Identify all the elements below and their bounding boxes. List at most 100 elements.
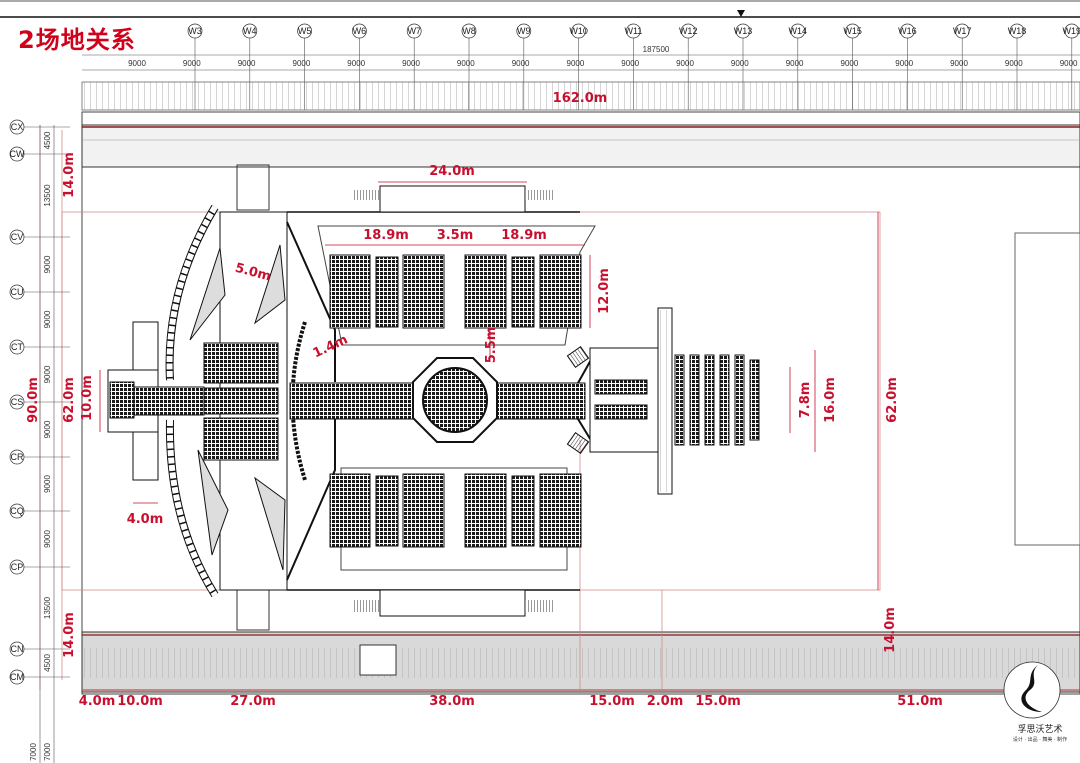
axis-bubble xyxy=(516,23,532,39)
bottom-dimension-label: 15.0m xyxy=(695,694,741,709)
logo-tagline: 设计 · 出品 · 舞美 · 制作 xyxy=(1012,737,1068,743)
axis-bubble xyxy=(735,23,751,39)
block-right-label: 18.9m xyxy=(501,228,547,243)
seating-blocks xyxy=(329,254,582,548)
row-axis-label: CQ xyxy=(10,506,24,516)
axis-bubble xyxy=(9,119,25,135)
bay-dimension: 9000 xyxy=(1060,59,1078,68)
bay-dimension: 9000 xyxy=(293,59,311,68)
bay-dimension: 9000 xyxy=(402,59,420,68)
axis-bubble xyxy=(845,23,860,39)
top-corridor xyxy=(81,124,1080,168)
bay-dimension: 9000 xyxy=(841,59,859,68)
axis-bubble xyxy=(9,146,25,162)
axis-bubble xyxy=(9,394,25,410)
block-depth-label: 12.0m xyxy=(597,268,612,314)
north-arrow-icon xyxy=(737,10,745,17)
inner-width-label: 62.0m xyxy=(62,377,77,423)
axis-bubble xyxy=(9,559,25,575)
bay-dimension: 9000 xyxy=(128,59,146,68)
bay-dimension: 9000 xyxy=(567,59,585,68)
axis-bubble xyxy=(626,23,641,39)
column-axis-label: W5 xyxy=(298,26,312,36)
row-axis-label: CR xyxy=(11,452,24,462)
row-dimension: 9000 xyxy=(43,310,52,328)
wing-width-label: 4.0m xyxy=(127,512,164,527)
axis-bubble xyxy=(954,23,970,39)
axis-bubble xyxy=(461,23,477,39)
logo xyxy=(1003,661,1061,719)
column-axis-label: W3 xyxy=(188,26,202,36)
column-axis-label: W18 xyxy=(1008,26,1027,36)
bay-dimension: 9000 xyxy=(512,59,530,68)
bottom-dimension-label: 2.0m xyxy=(647,694,684,709)
axis-bubble xyxy=(1064,23,1080,39)
row-axis-label: CM xyxy=(10,672,24,682)
column-axis-label: W13 xyxy=(734,26,753,36)
column-axis-label: W19 xyxy=(1063,26,1080,36)
column-axis-label: W12 xyxy=(679,26,698,36)
booth xyxy=(359,644,397,676)
overall-dimension: 187500 xyxy=(643,45,670,54)
axis-bubble xyxy=(9,503,25,519)
field-width-label: 62.0m xyxy=(885,377,900,423)
column-axis-label: W15 xyxy=(843,26,862,36)
row-axis-label: CN xyxy=(11,644,24,654)
column-axis-label: W14 xyxy=(789,26,808,36)
bay-dimensions: 9000 9000 9000 9000 9000 9000 9000 9000 9000 9000… xyxy=(128,59,1078,68)
axis-bubble xyxy=(1009,23,1025,39)
row-axis-label: CW xyxy=(10,149,25,159)
entry-width-label: 10.0m xyxy=(80,375,95,421)
row-dimension: 9000 xyxy=(43,420,52,438)
logo-name: 孚思沃艺术 xyxy=(1017,725,1063,735)
bottom-dimension-label: 27.0m xyxy=(230,694,276,709)
hall-outline xyxy=(81,111,1080,695)
top-zone-label: 14.0m xyxy=(62,152,77,198)
page-title: 2场地关系 xyxy=(18,26,136,54)
row-dimension: 4500 xyxy=(43,654,52,672)
row-dimension: 4500 xyxy=(43,131,52,149)
right-end-screen xyxy=(1014,232,1080,546)
row-dimension: 9000 xyxy=(43,255,52,273)
bay-dimension: 9000 xyxy=(1005,59,1023,68)
left-dimensions: 4500 13500 9000 9000 9000 9000 9000 9000 13500 45… xyxy=(43,131,52,672)
row-dimension: 13500 xyxy=(43,596,52,619)
bay-dimension: 9000 xyxy=(183,59,201,68)
bay-dimension: 9000 xyxy=(676,59,694,68)
axis-bubble xyxy=(9,669,25,685)
right-seating xyxy=(674,354,760,446)
row-axis-label: CS xyxy=(11,397,24,407)
bottom-dimension-label: 10.0m xyxy=(117,694,163,709)
row-axis-label: CV xyxy=(11,232,24,242)
column-axis-label: W16 xyxy=(898,26,917,36)
axis-bubble xyxy=(9,339,25,355)
bay-dimension: 9000 xyxy=(621,59,639,68)
row-dimension: 9000 xyxy=(43,530,52,548)
right-zone-label: 14.0m xyxy=(883,607,898,653)
axis-bubble xyxy=(9,449,25,465)
bottom-dimension-label: 4.0m xyxy=(79,694,116,709)
axis-bubble xyxy=(9,229,25,245)
column-axis-label: W17 xyxy=(953,26,972,36)
row-dimension: 9000 xyxy=(43,475,52,493)
bottom-dimension-label: 38.0m xyxy=(429,694,475,709)
runway-gap-label: 5.5m xyxy=(484,327,499,364)
bottom-zone-label: 14.0m xyxy=(62,612,77,658)
axis-bubble xyxy=(406,23,422,39)
small-dim: 7000 xyxy=(29,743,38,761)
axis-bubble xyxy=(9,284,25,300)
small-dim: 7000 xyxy=(43,743,52,761)
axis-bubble xyxy=(187,23,203,39)
axis-bubble xyxy=(297,23,312,39)
row-axis-label: CX xyxy=(11,122,24,132)
row-axis-label: CT xyxy=(11,342,23,352)
row-dimension: 13500 xyxy=(43,184,52,207)
row-dimension: 9000 xyxy=(43,365,52,383)
ramp-gap-label: 1.4m xyxy=(311,332,350,361)
bay-dimension: 9000 xyxy=(731,59,749,68)
column-axis-label: W9 xyxy=(517,26,531,36)
row-axis-label: CU xyxy=(11,287,24,297)
aisle-label: 3.5m xyxy=(437,228,474,243)
